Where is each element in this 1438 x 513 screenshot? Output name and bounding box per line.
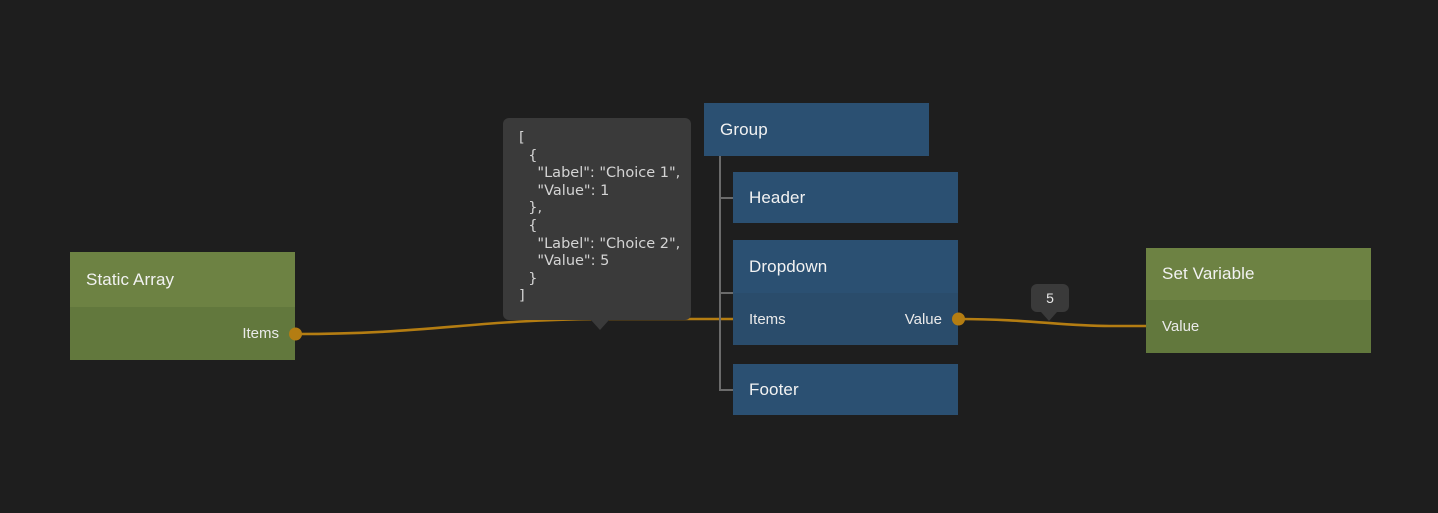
node-header-title-bar[interactable]: Header (733, 172, 958, 223)
tooltip-items-json: [ { "Label": "Choice 1", "Value": 1 }, {… (503, 118, 691, 330)
node-dropdown-title: Dropdown (749, 256, 828, 276)
node-set-variable[interactable]: Set Variable Value (1146, 248, 1371, 353)
node-header-title: Header (749, 187, 806, 207)
node-set-variable-body: Value (1146, 300, 1371, 353)
port-label-static-array-items: Items (242, 325, 279, 342)
node-group[interactable]: Group (704, 103, 929, 156)
node-group-title: Group (720, 119, 768, 139)
port-label-dropdown-items: Items (749, 310, 786, 328)
port-row-static-array-items[interactable]: Items (70, 307, 295, 360)
node-footer[interactable]: Footer (733, 364, 958, 415)
node-static-array-body: Items (70, 307, 302, 360)
output-port-dropdown-value[interactable] (952, 312, 965, 326)
port-label-dropdown-value: Value (904, 310, 942, 328)
port-row-set-variable-value[interactable]: Value (1146, 300, 1371, 353)
tooltip-value-badge: 5 (1031, 284, 1069, 321)
tooltip-value-badge-text: 5 (1046, 290, 1054, 306)
node-static-array[interactable]: Static Array Items (70, 252, 302, 360)
group-tree-branch-header (719, 197, 733, 199)
port-row-dropdown-ports[interactable]: Items Value (733, 293, 958, 345)
node-set-variable-title-bar[interactable]: Set Variable (1146, 248, 1371, 300)
node-static-array-title: Static Array (86, 269, 175, 289)
node-group-title-bar[interactable]: Group (704, 103, 929, 156)
node-dropdown-title-bar[interactable]: Dropdown (733, 240, 958, 293)
tooltip-value-badge-pointer (1041, 312, 1057, 321)
output-port-static-array-items[interactable] (289, 327, 302, 340)
node-footer-title-bar[interactable]: Footer (733, 364, 958, 415)
node-footer-title: Footer (749, 379, 799, 399)
tooltip-items-json-text: [ { "Label": "Choice 1", "Value": 1 }, {… (519, 130, 681, 305)
port-label-set-variable-value: Value (1162, 318, 1200, 335)
node-dropdown[interactable]: Dropdown Items Value (733, 240, 965, 345)
node-dropdown-body: Items Value (733, 293, 965, 345)
tooltip-items-json-pointer (591, 319, 609, 330)
group-tree-trunk (719, 155, 721, 390)
group-tree-branch-footer (719, 389, 733, 391)
node-set-variable-title: Set Variable (1162, 264, 1255, 283)
group-tree-branch-dropdown (719, 292, 733, 294)
node-header[interactable]: Header (733, 172, 958, 223)
node-static-array-title-bar[interactable]: Static Array (70, 252, 295, 307)
wire-static-array-to-dropdown (295, 317, 733, 336)
